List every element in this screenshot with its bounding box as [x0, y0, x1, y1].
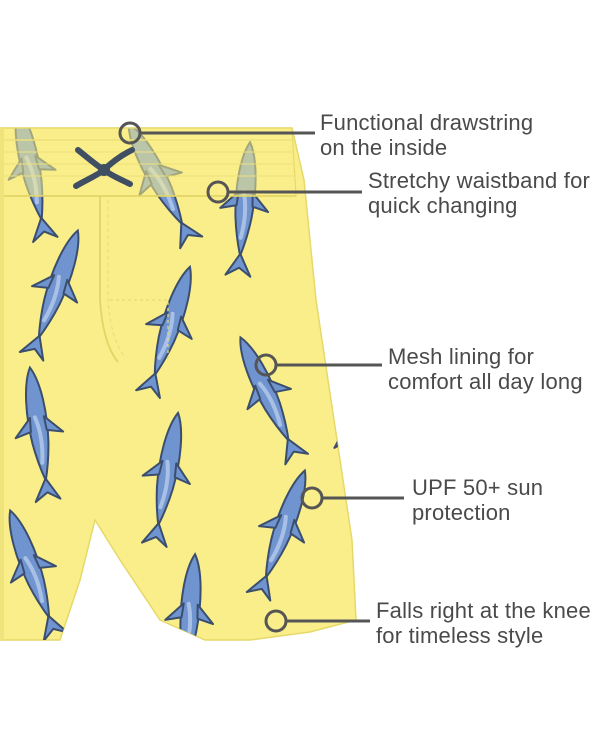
callout-circle-marker [264, 609, 288, 633]
callout-mesh-lining-line2: comfort all day long [388, 369, 583, 394]
waistband [0, 127, 297, 197]
callout-drawstring: Functional drawstring on the inside [320, 110, 533, 160]
callout-waistband-line2: quick changing [368, 193, 518, 218]
callout-knee-length: Falls right at the knee for timeless sty… [376, 598, 591, 648]
callout-leaders [140, 131, 404, 623]
callout-mesh-lining: Mesh lining for comfort all day long [388, 344, 583, 394]
edge-shade [0, 128, 4, 640]
callout-knee-length-line2: for timeless style [376, 623, 544, 648]
callout-upf-line1: UPF 50+ sun [412, 475, 544, 500]
fly-seam [99, 196, 169, 363]
callout-drawstring-line1: Functional drawstring [320, 110, 534, 135]
callout-upf: UPF 50+ sun protection [412, 475, 543, 525]
callout-knee-length-line1: Falls right at the knee [376, 598, 591, 623]
callout-waistband-line1: Stretchy waistband for [368, 168, 591, 193]
callout-mesh-lining-line1: Mesh lining for [388, 344, 535, 369]
callout-circle-marker [206, 180, 230, 204]
callout-circle-marker [254, 353, 278, 377]
callout-circle-marker [300, 486, 324, 510]
drawstring-bow [73, 147, 135, 189]
callout-drawstring-line2: on the inside [320, 135, 448, 160]
callout-circle-marker [118, 121, 142, 145]
callout-markers [118, 121, 324, 633]
callout-upf-line2: protection [412, 500, 511, 525]
callout-waistband: Stretchy waistband for quick changing [368, 168, 590, 218]
shorts-body [0, 127, 357, 641]
